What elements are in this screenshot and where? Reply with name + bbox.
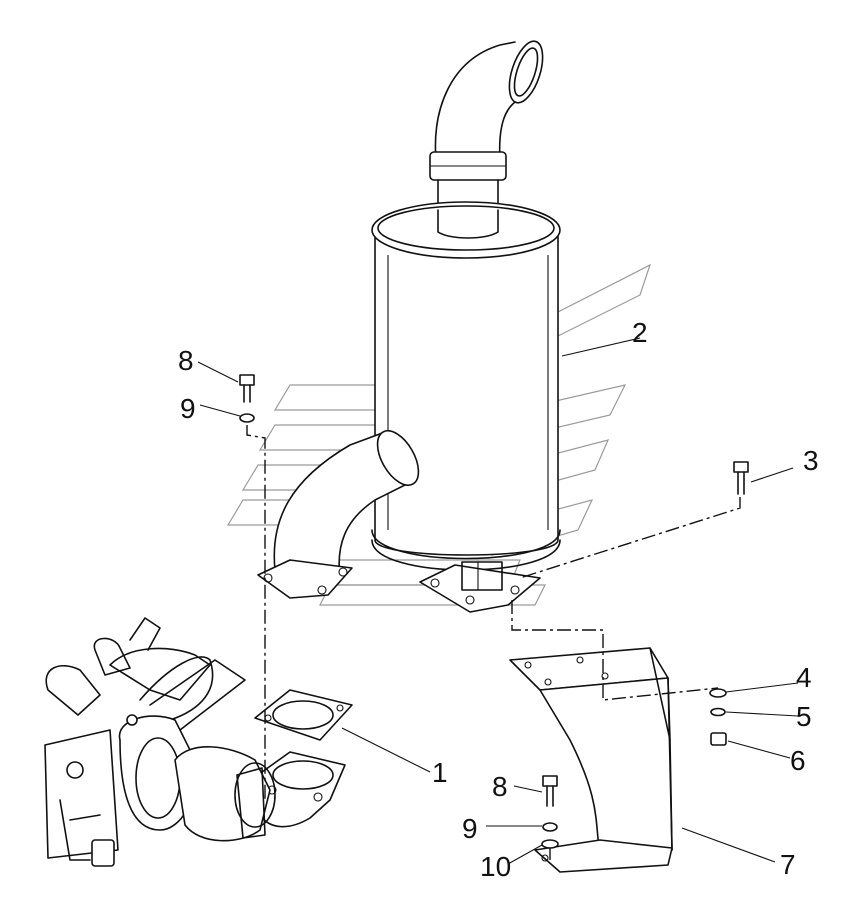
muffler [371,40,561,571]
lock-washer-5 [710,707,726,717]
callout-9-top: 9 [180,393,196,424]
inlet-elbow-pipe [257,430,420,599]
muffler-mounting-foot [419,561,541,613]
leader-lines [197,337,799,865]
callout-5: 5 [796,701,812,732]
callout-8-top: 8 [178,345,194,376]
callout-1: 1 [432,757,448,788]
washer-4 [709,688,727,698]
washer-9-top [239,413,255,423]
support-bracket [509,647,673,873]
callout-3: 3 [803,445,819,476]
bolt-8-bottom [542,775,558,807]
washer-9-bottom [542,822,558,832]
callout-4: 4 [796,662,812,693]
bolt-8-top [239,374,255,403]
turbo-outlet-flange [259,751,346,828]
callout-10: 10 [480,851,511,882]
callout-7: 7 [780,849,796,880]
nut-6 [710,732,727,746]
callout-9-bottom: 9 [462,813,478,844]
assembly-lines [246,425,741,860]
callout-8-bottom: 8 [492,771,508,802]
callout-2: 2 [632,317,648,348]
gasket [254,689,353,741]
washer-10 [541,839,559,849]
callout-6: 6 [790,745,806,776]
bolt-3 [733,461,749,495]
engine-turbocharger [44,617,276,867]
